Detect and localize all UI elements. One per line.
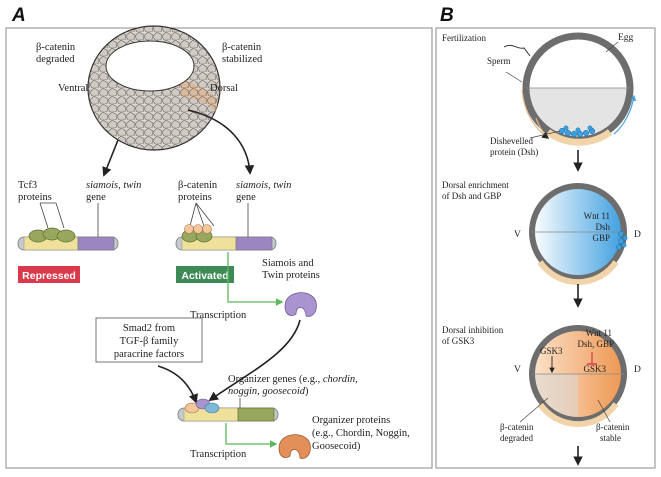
sperm bbox=[503, 44, 531, 57]
tcf3-label-2: proteins bbox=[18, 192, 52, 203]
egg-stage-3 bbox=[529, 325, 627, 428]
blastula bbox=[87, 25, 221, 151]
dorsal-inhib-label-2: of GSK3 bbox=[442, 336, 475, 346]
panel-b-letter: B bbox=[440, 5, 454, 26]
tcf3-label-1: Tcf3 bbox=[18, 180, 37, 191]
transcription-label-1: Transcription bbox=[190, 310, 247, 321]
dorsal-label: Dorsal bbox=[210, 83, 238, 94]
smad-label-2: TGF-β family bbox=[120, 336, 179, 347]
egg-stage-1 bbox=[522, 32, 637, 146]
gene-left-label-2: gene bbox=[86, 192, 106, 203]
bcat-degraded-label-1: β-catenin bbox=[500, 422, 534, 432]
gene-right-label-2: gene bbox=[236, 192, 256, 203]
org-prot-label-1: Organizer proteins bbox=[312, 415, 390, 426]
dsh-label-2: protein (Dsh) bbox=[490, 147, 538, 157]
dsh-label: Dsh bbox=[595, 222, 610, 232]
bcat-stable-label-2: stable bbox=[600, 433, 621, 443]
panel-a-frame bbox=[5, 27, 433, 469]
dsh-leader bbox=[529, 130, 561, 139]
gene-left-label-1: siamois, twin bbox=[86, 180, 141, 191]
top-right-label-2: stabilized bbox=[222, 54, 263, 65]
top-left-label-1: β-catenin bbox=[36, 42, 76, 53]
bcat-leader bbox=[189, 202, 215, 227]
org-prot-label-2: (e.g., Chordin, Noggin, bbox=[312, 428, 410, 439]
activated-label: Activated bbox=[181, 270, 228, 282]
panel-b-frame bbox=[435, 27, 656, 469]
bcat-label-1: β-catenin bbox=[178, 180, 218, 191]
bcat-stable-label-1: β-catenin bbox=[596, 422, 630, 432]
siamois-label-2: Twin proteins bbox=[262, 270, 320, 281]
repressed-badge bbox=[18, 266, 80, 283]
dorsal-enrich-label-1: Dorsal enrichment bbox=[442, 180, 509, 190]
dorsal-inhib-label-1: Dorsal inhibition bbox=[442, 325, 504, 335]
gsk3-right-label: GSK3 bbox=[583, 364, 606, 374]
arrow-ventral bbox=[102, 139, 119, 177]
panel-a-letter: A bbox=[11, 5, 26, 26]
sperm-label: Sperm bbox=[487, 56, 511, 66]
siamois-label-1: Siamois and bbox=[262, 258, 314, 269]
org-prot-label-3: Goosecoid) bbox=[312, 441, 361, 452]
egg-leader bbox=[605, 41, 619, 53]
wnt-label-1: Wnt 11 bbox=[584, 211, 610, 221]
egg-stage-2 bbox=[529, 183, 628, 286]
siamois-protein bbox=[284, 292, 317, 317]
bcat-label-2: proteins bbox=[178, 192, 212, 203]
org-genes-label-2: noggin, goosecoid) bbox=[228, 386, 309, 397]
ventral-label: Ventral bbox=[58, 83, 88, 94]
arrow-siamois bbox=[208, 319, 301, 402]
wnt-label-2: Wnt 11 bbox=[586, 328, 612, 338]
org-genes-label-1: Organizer genes (e.g., chordin, bbox=[228, 374, 358, 385]
organizer-protein bbox=[278, 434, 311, 459]
activated-badge bbox=[176, 266, 234, 283]
egg-label: Egg bbox=[618, 33, 634, 43]
dna-organizer bbox=[177, 398, 279, 422]
v-label-2: V bbox=[514, 365, 521, 375]
repressed-label: Repressed bbox=[22, 270, 76, 282]
smad-box bbox=[95, 317, 203, 363]
dna-activated bbox=[175, 224, 277, 251]
sperm-leader bbox=[505, 71, 523, 83]
smad-label-3: paracrine factors bbox=[114, 349, 184, 360]
top-right-label-1: β-catenin bbox=[222, 42, 262, 53]
fertilization-label: Fertilization bbox=[442, 33, 486, 43]
transcription-label-2: Transcription bbox=[190, 449, 247, 460]
arrow-smad bbox=[157, 365, 198, 404]
dsh-gbp-label: Dsh, GBP bbox=[577, 339, 614, 349]
smad-label-1: Smad2 from bbox=[123, 323, 175, 334]
arrow-dorsal bbox=[187, 109, 255, 175]
dna-repressed bbox=[17, 227, 119, 251]
d-label-2: D bbox=[634, 365, 641, 375]
bcat-stable-leader bbox=[597, 399, 611, 423]
v-label-1: V bbox=[514, 230, 521, 240]
gbp-label: GBP bbox=[592, 233, 610, 243]
top-left-label-2: degraded bbox=[36, 54, 75, 65]
d-label-1: D bbox=[634, 230, 641, 240]
dsh-label-1: Dishevelled bbox=[490, 136, 533, 146]
bcat-degraded-leader bbox=[519, 397, 549, 423]
dorsal-enrich-label-2: of Dsh and GBP bbox=[442, 191, 501, 201]
transcription-arrow-2 bbox=[225, 423, 278, 448]
transcription-arrow-1 bbox=[227, 252, 284, 306]
cortical-rotation-arrow bbox=[521, 89, 550, 139]
bcat-degraded-label-2: degraded bbox=[500, 433, 533, 443]
gene-right-label-1: siamois, twin bbox=[236, 180, 291, 191]
gsk3-left-label: GSK3 bbox=[540, 346, 563, 356]
tcf3-leader bbox=[39, 202, 65, 229]
